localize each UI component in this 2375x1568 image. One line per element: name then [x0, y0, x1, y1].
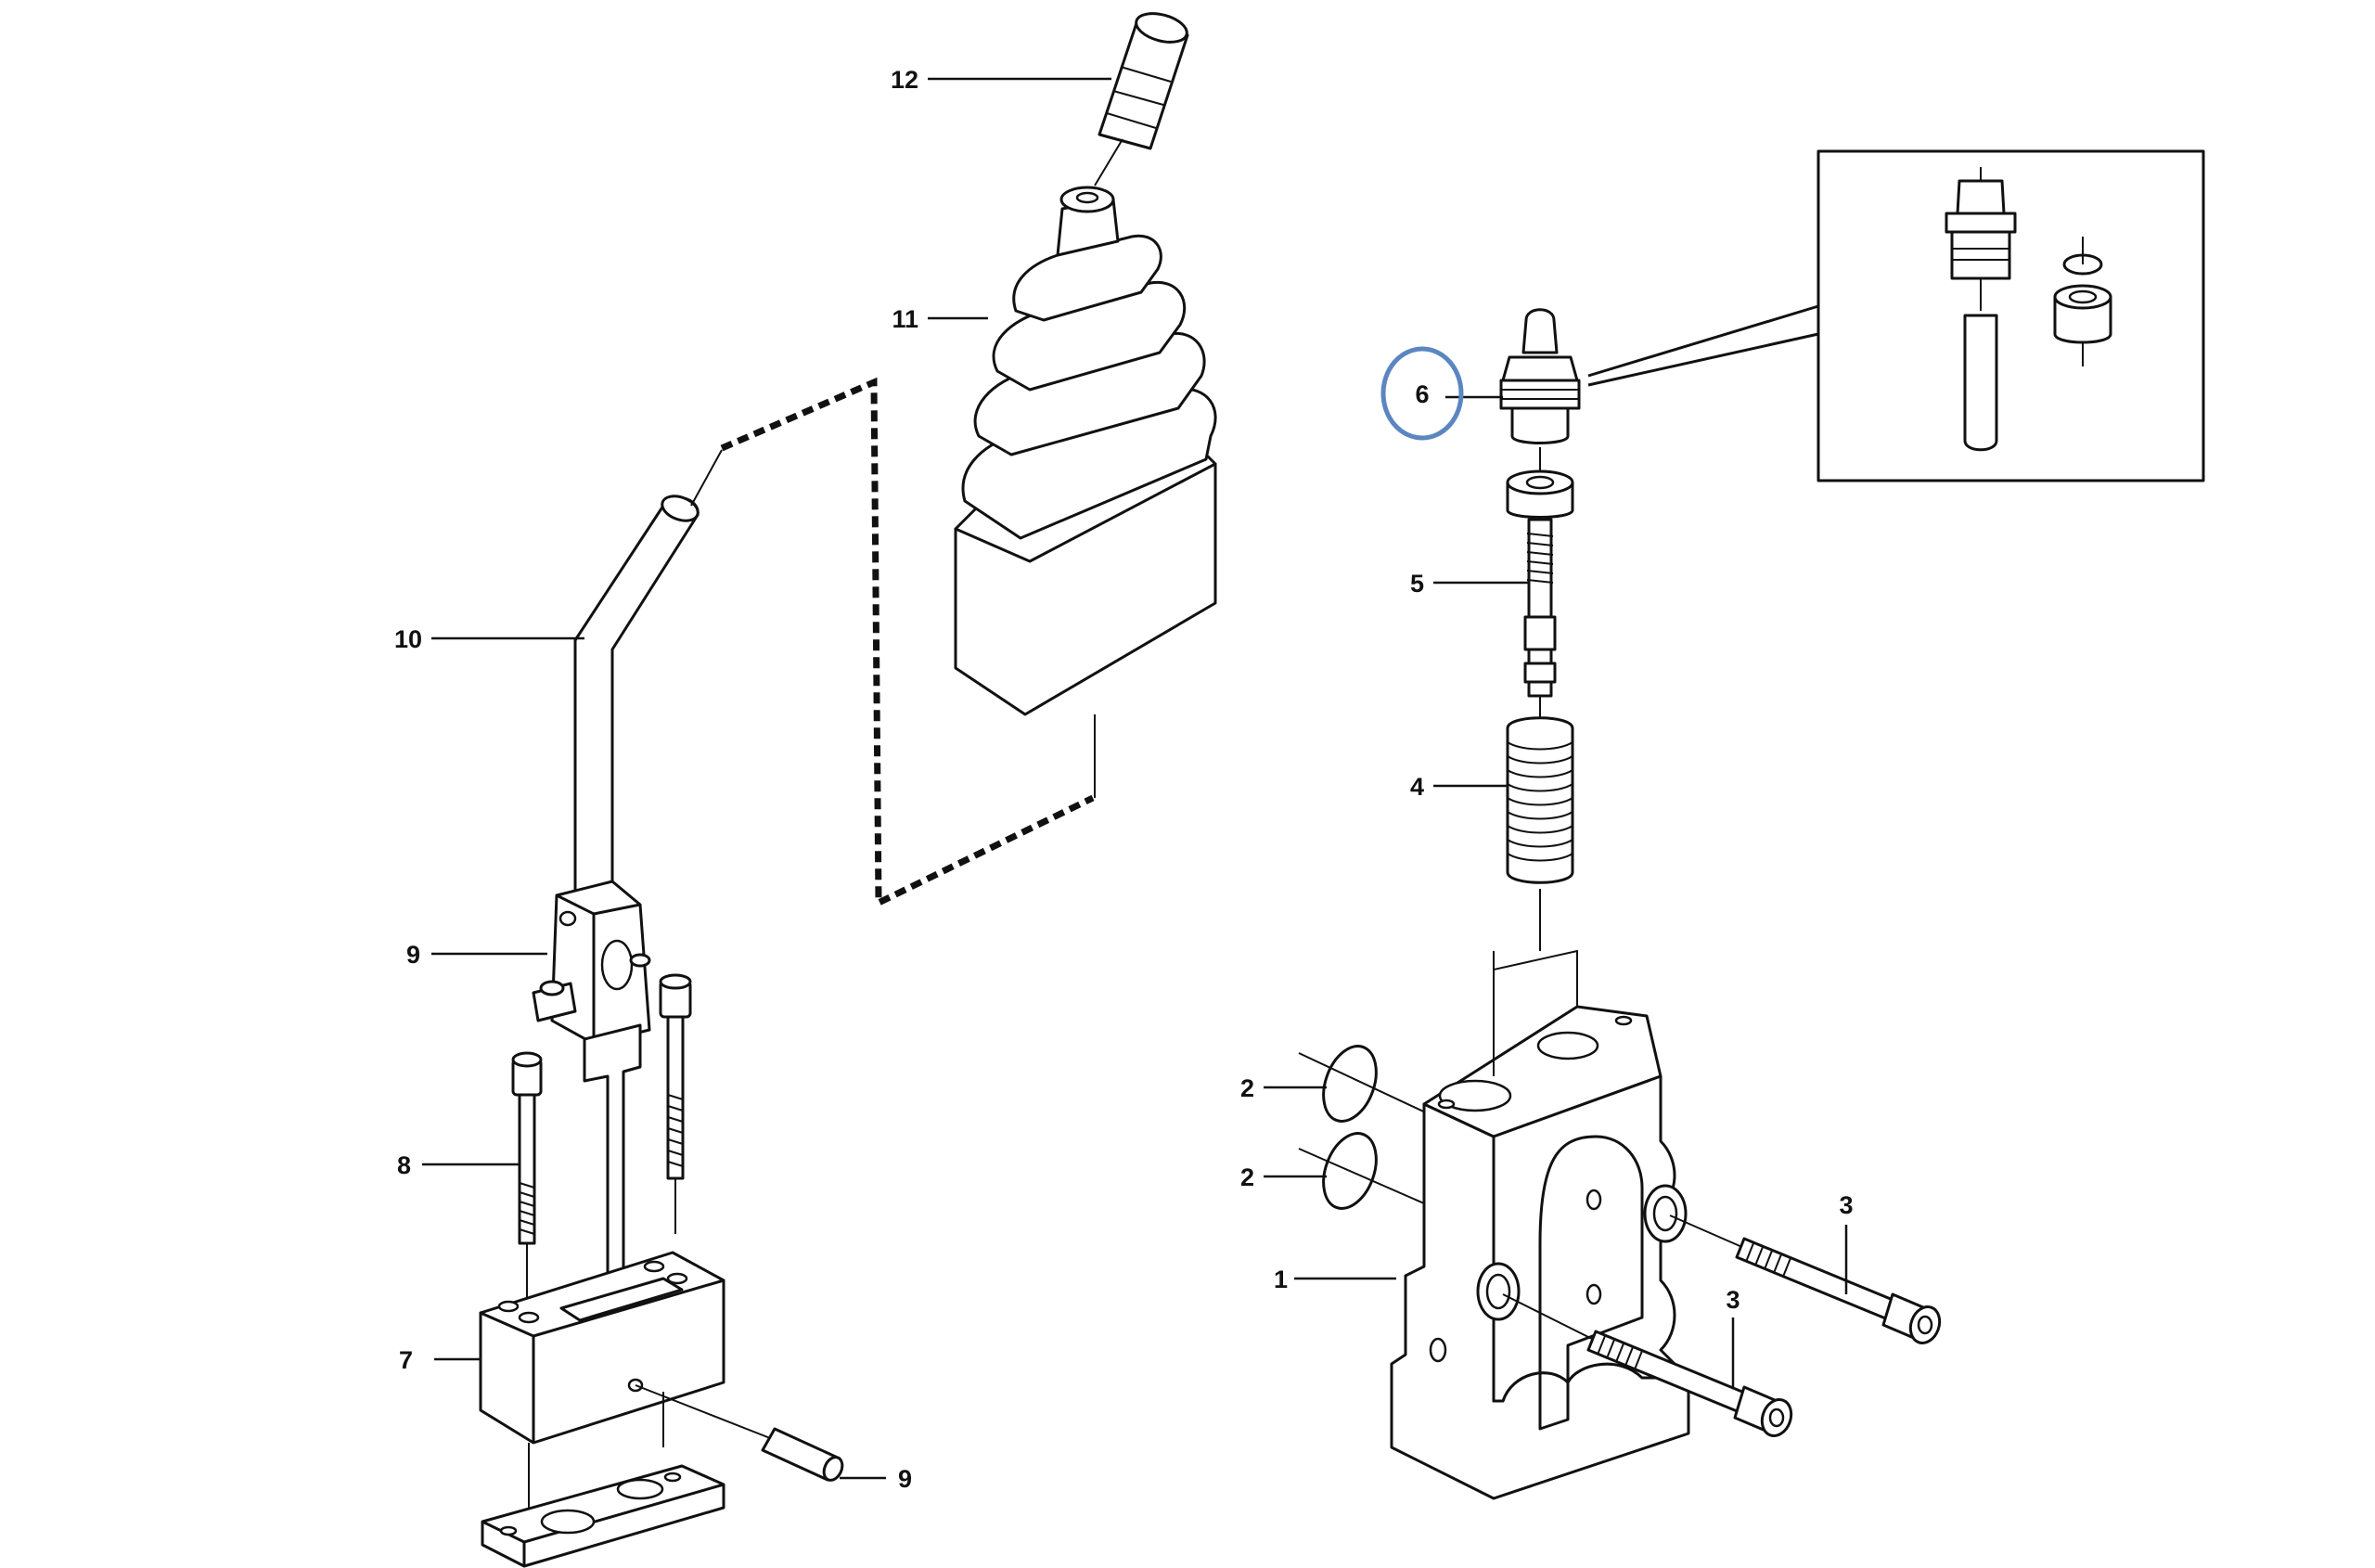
part-4-spring: [1493, 716, 1578, 1076]
part-6-plunger: [1499, 308, 1581, 473]
callout-3-right: 3: [1839, 1191, 1853, 1219]
callout-11: 11: [892, 305, 918, 333]
callout-9-upper: 9: [406, 941, 420, 969]
callout-12: 12: [891, 66, 918, 94]
callout-4: 4: [1410, 773, 1424, 801]
part-5-spool: [1506, 469, 1574, 719]
part-10-lever: [573, 449, 723, 911]
callout-3-lower: 3: [1726, 1286, 1740, 1314]
callout-10: 10: [394, 625, 422, 653]
callout-5: 5: [1410, 570, 1424, 598]
callout-labels: 12 11 10 9 8 7 9 6 5 4 2 2 1 3 3: [394, 66, 1854, 1493]
part-11-rubber-boot: [954, 186, 1217, 798]
callout-6: 6: [1415, 380, 1429, 408]
detail-inset: [1587, 149, 2205, 482]
callout-6-highlight-circle: [1380, 346, 1464, 441]
part-3-screws: [1502, 1215, 1942, 1437]
callout-2-upper: 2: [1240, 1074, 1254, 1102]
base-plate: [481, 1464, 725, 1568]
dashed-assembly-link: [720, 377, 1095, 908]
callout-9-lower: 9: [898, 1465, 912, 1493]
callout-1: 1: [1274, 1266, 1288, 1293]
callout-8: 8: [397, 1151, 411, 1179]
part-1-valve-body: [1390, 951, 1690, 1500]
callout-7: 7: [399, 1346, 413, 1374]
part-8-bolts: [511, 973, 692, 1364]
leader-lines: [422, 77, 1848, 1480]
part-12-handle-knob: [1094, 12, 1189, 186]
part-9-pin: [761, 1427, 844, 1482]
part-7-housing-block: [479, 1251, 771, 1522]
part-2-o-rings: [1298, 1045, 1448, 1215]
callout-2-lower: 2: [1240, 1163, 1254, 1191]
